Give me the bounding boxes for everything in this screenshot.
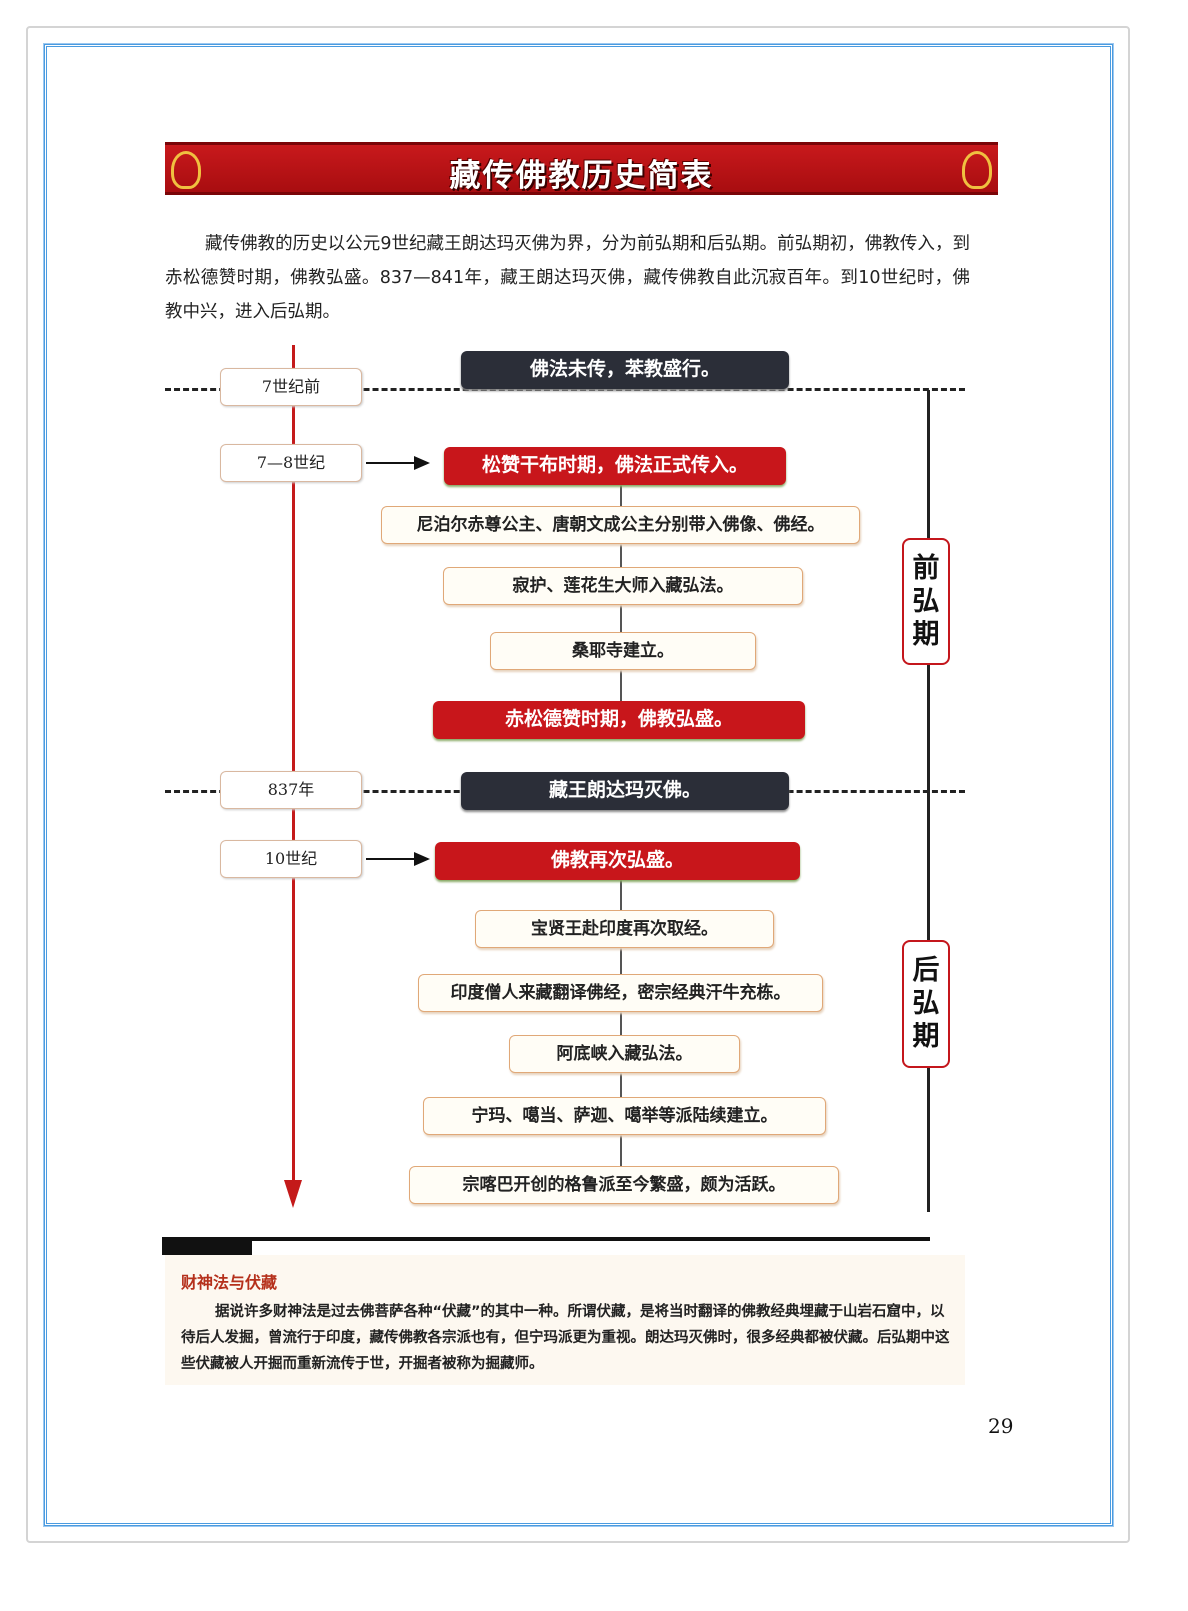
- period-axis: [927, 390, 930, 1212]
- note-text: 据说许多财神法是过去佛菩萨各种“伏藏”的其中一种。所谓伏藏，是将当时翻译的佛教经…: [181, 1304, 950, 1372]
- event-box: 尼泊尔赤尊公主、唐朝文成公主分别带入佛像、佛经。: [381, 506, 860, 544]
- note-rule: [162, 1237, 930, 1241]
- event-box: 赤松德赞时期，佛教弘盛。: [433, 701, 805, 739]
- event-box: 宁玛、噶当、萨迦、噶举等派陆续建立。: [423, 1097, 826, 1135]
- arrow-right-icon: [366, 852, 430, 866]
- note-tab: [162, 1237, 252, 1255]
- intro-paragraph: 藏传佛教的历史以公元9世纪藏王朗达玛灭佛为界，分为前弘期和后弘期。前弘期初，佛教…: [165, 234, 970, 322]
- title-banner: 藏传佛教历史简表: [165, 142, 998, 195]
- event-box: 寂护、莲花生大师入藏弘法。: [443, 567, 803, 605]
- event-box: 阿底峡入藏弘法。: [509, 1035, 740, 1073]
- event-box: 桑耶寺建立。: [490, 632, 756, 670]
- date-label: 837年: [220, 771, 362, 809]
- page-number: 29: [988, 1414, 1014, 1438]
- connector: [620, 880, 622, 1170]
- cloud-ornament-icon: [962, 151, 992, 189]
- date-label: 10世纪: [220, 840, 362, 878]
- event-box: 宗喀巴开创的格鲁派至今繁盛，颇为活跃。: [409, 1166, 839, 1204]
- event-box: 松赞干布时期，佛法正式传入。: [444, 447, 786, 485]
- date-label: 7—8世纪: [220, 444, 362, 482]
- note-box: 财神法与伏藏 据说许多财神法是过去佛菩萨各种“伏藏”的其中一种。所谓伏藏，是将当…: [165, 1255, 965, 1385]
- divider-dashed: [165, 388, 965, 391]
- event-box: 佛教再次弘盛。: [435, 842, 800, 880]
- cloud-ornament-icon: [171, 151, 201, 189]
- timeline-arrow-icon: [284, 1180, 302, 1208]
- page-border: [44, 44, 1113, 1526]
- arrow-right-icon: [366, 456, 430, 470]
- event-box: 佛法未传，苯教盛行。: [461, 351, 789, 389]
- note-title: 财神法与伏藏: [181, 1273, 278, 1292]
- date-label: 7世纪前: [220, 368, 362, 406]
- period-label: 后弘期: [902, 940, 950, 1068]
- event-box: 宝贤王赴印度再次取经。: [475, 910, 774, 948]
- timeline-axis: [292, 345, 295, 1190]
- period-label: 前弘期: [902, 538, 950, 665]
- event-box: 印度僧人来藏翻译佛经，密宗经典汗牛充栋。: [418, 974, 823, 1012]
- page-title: 藏传佛教历史简表: [449, 158, 714, 194]
- page-frame: [26, 26, 1130, 1543]
- event-box: 藏王朗达玛灭佛。: [461, 772, 789, 810]
